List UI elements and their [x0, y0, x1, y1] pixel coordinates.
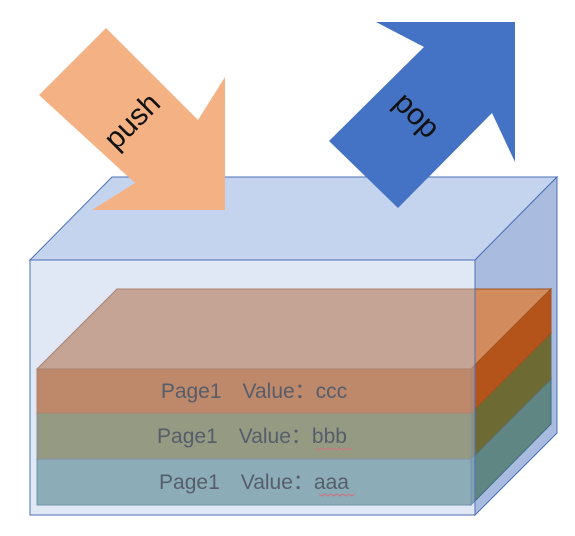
- push-arrow: push: [39, 28, 225, 210]
- spellcheck-squiggle-bbb: [315, 447, 353, 451]
- stack-layers: Page1 Value：ccc Page1 Value：bbb Page1 Va…: [35, 287, 553, 507]
- pop-arrow: pop: [329, 22, 515, 208]
- pop-arrow-shape: [329, 22, 515, 208]
- container-top-face: [28, 176, 559, 261]
- push-arrow-shape: [39, 28, 225, 210]
- layer-ccc-front: [36, 368, 472, 414]
- container-front-face: [29, 259, 476, 516]
- stack-layer-ccc: [35, 287, 553, 415]
- layer-aaa-label: Page1 Value：aaa: [159, 471, 349, 494]
- layer-bbb-label: Page1 Value：bbb: [157, 425, 347, 448]
- spellcheck-squiggle-aaa: [318, 493, 356, 497]
- layer-ccc-label: Page1 Value：ccc: [161, 380, 347, 403]
